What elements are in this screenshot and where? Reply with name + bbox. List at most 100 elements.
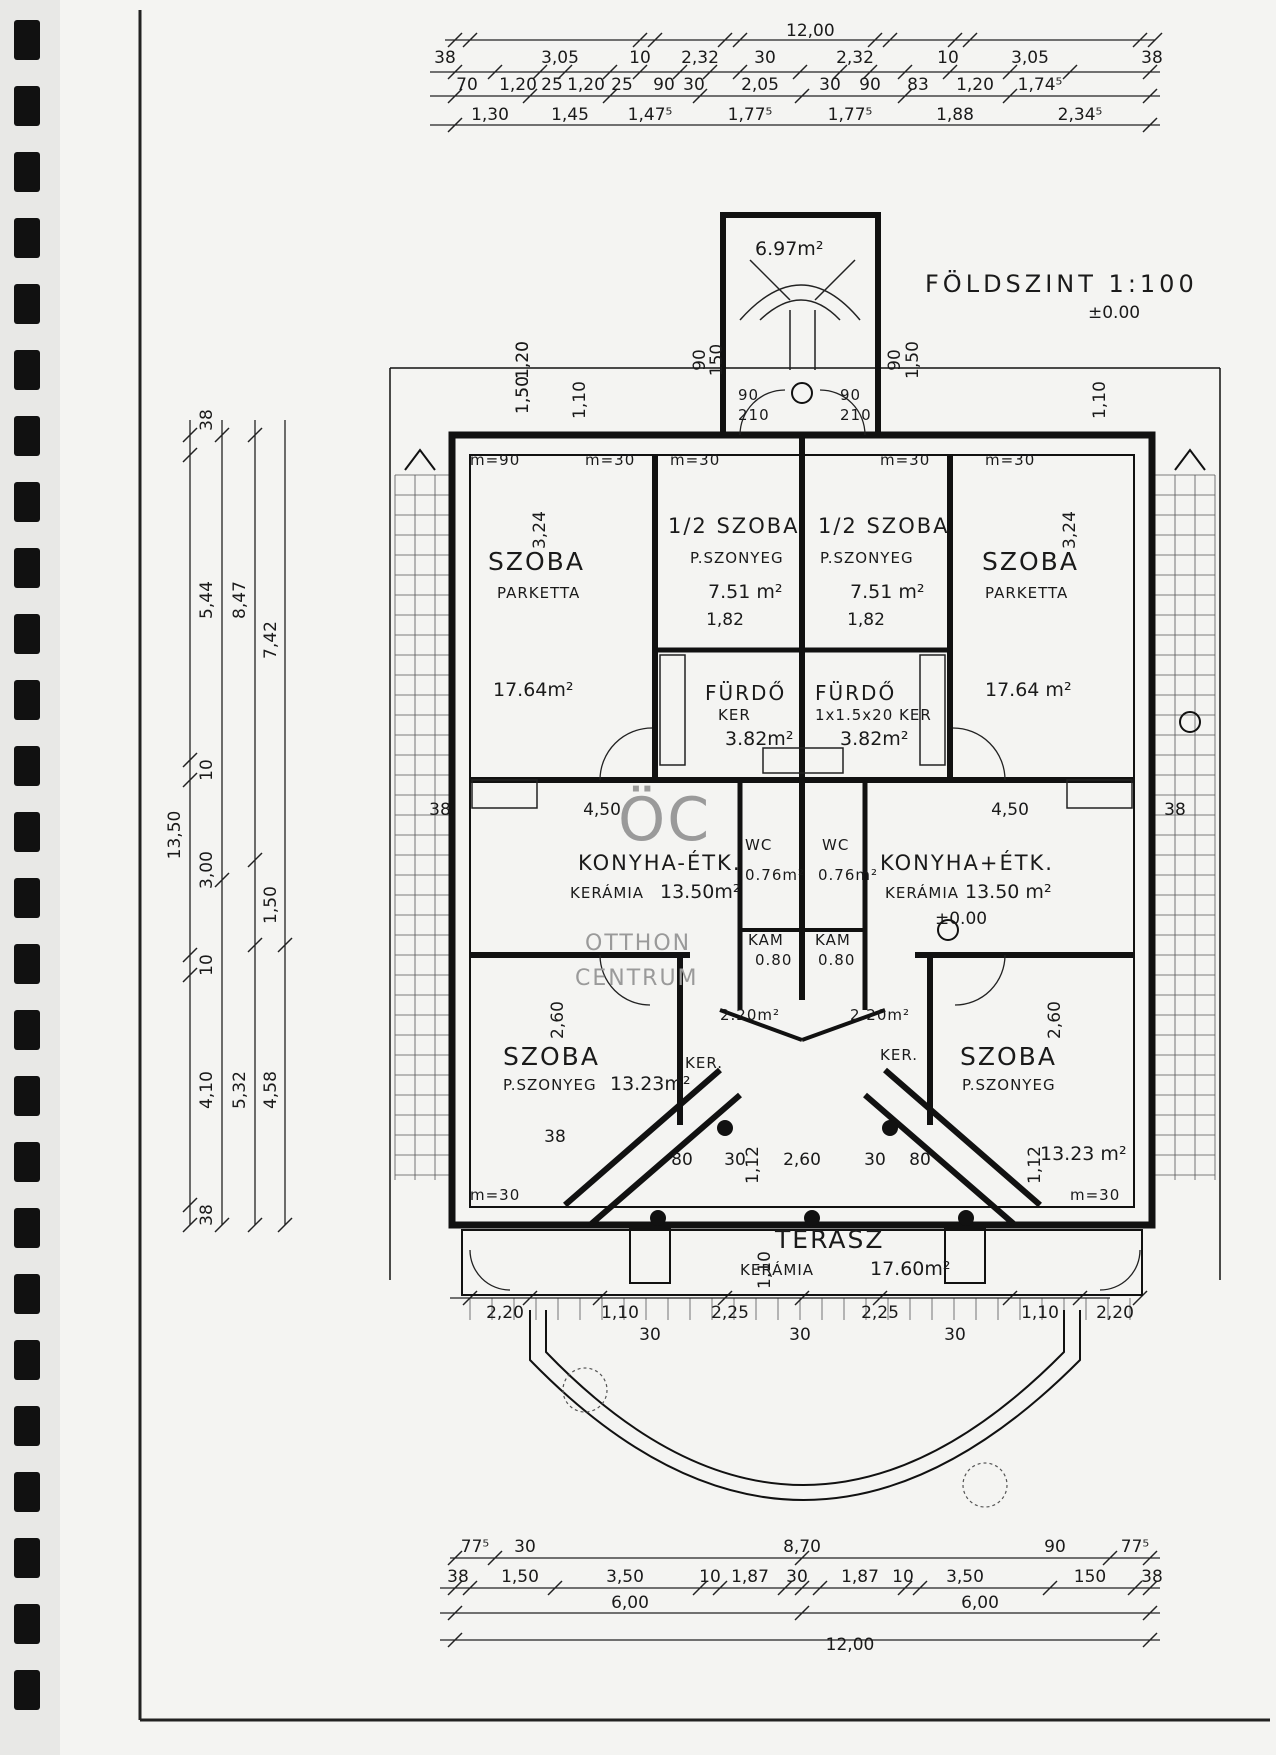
svg-text:3.82m²: 3.82m²	[840, 728, 908, 750]
room-szoba-right-bottom: SZOBA P.SZONYEG 13.23 m²	[960, 1042, 1127, 1165]
dim-bottom-row1: 90	[1044, 1537, 1066, 1557]
dim-left-col1: 10	[197, 759, 217, 781]
svg-text:FÜRDŐ: FÜRDŐ	[815, 681, 896, 705]
dim-inner: 1,10	[570, 381, 590, 419]
binding-hole	[14, 1406, 40, 1446]
dim-bottom-row2: 1,50	[501, 1567, 539, 1587]
dim-top-row1: 3,05	[541, 48, 579, 68]
svg-text:FÜRDŐ: FÜRDŐ	[705, 681, 786, 705]
dim-inner: 90	[690, 349, 710, 371]
binding-hole	[14, 86, 40, 126]
binding-hole	[14, 152, 40, 192]
window-label-5: m=30	[985, 451, 1035, 469]
dim-left-col1: 4,10	[197, 1071, 217, 1109]
window-label-4: m=30	[880, 451, 930, 469]
svg-text:TERASZ: TERASZ	[774, 1225, 885, 1254]
dim-terrace: 2,20	[486, 1303, 524, 1323]
dim-top-row3: 1,77⁵	[828, 105, 873, 125]
dim-top-row1: 10	[629, 48, 651, 68]
window-label-1: m=90	[470, 451, 520, 469]
room-half-szoba-left: 1/2 SZOBA P.SZONYEG 7.51 m²	[668, 514, 798, 603]
dim-inner: 80	[909, 1150, 931, 1170]
svg-text:3.82m²: 3.82m²	[725, 728, 793, 750]
dim-inner: 1,12	[743, 1146, 763, 1184]
dim-inner: 30	[864, 1150, 886, 1170]
dim-terrace-sub: 30	[944, 1325, 966, 1345]
watermark-line1: OTTHON	[585, 931, 691, 956]
dim-inner: 2,60	[783, 1150, 821, 1170]
svg-text:13.50m²: 13.50m²	[660, 881, 741, 903]
svg-text:KONYHA-ÉTK.: KONYHA-ÉTK.	[578, 850, 742, 875]
binding-hole	[14, 944, 40, 984]
dim-inner: 90	[885, 349, 905, 371]
svg-text:17.64m²: 17.64m²	[493, 679, 574, 701]
svg-text:0.76m²: 0.76m²	[745, 866, 805, 884]
svg-text:SZOBA: SZOBA	[488, 547, 585, 576]
room-stair-area: 6.97m²	[755, 238, 823, 260]
svg-text:SZOBA: SZOBA	[503, 1042, 600, 1071]
door-label-2: 210	[738, 406, 770, 424]
dim-top-row2: 25	[541, 75, 563, 95]
binding-hole	[14, 614, 40, 654]
binding-hole	[14, 1142, 40, 1182]
dim-inner: 30	[724, 1150, 746, 1170]
dim-top-row3: 1,47⁵	[628, 105, 673, 125]
svg-text:KONYHA+ÉTK.: KONYHA+ÉTK.	[880, 850, 1054, 875]
dim-top-row2: 1,74⁵	[1018, 75, 1063, 95]
dim-inner: 38	[429, 800, 451, 820]
dim-inner: 3,24	[1060, 511, 1080, 549]
binding-hole	[14, 1208, 40, 1248]
dim-top-row1: 38	[1141, 48, 1163, 68]
svg-text:KAM: KAM	[815, 931, 851, 949]
dim-bottom-row2: 38	[1141, 1567, 1163, 1587]
room-half-szoba-right: 1/2 SZOBA P.SZONYEG 7.51 m²	[818, 514, 948, 603]
dim-top-row3: 1,45	[551, 105, 589, 125]
dim-inner: 4,50	[583, 800, 621, 820]
dim-top-row2: 30	[683, 75, 705, 95]
svg-text:WC: WC	[822, 836, 849, 854]
binding-hole	[14, 746, 40, 786]
door-swings	[469, 389, 1141, 1291]
svg-text:KERÁMIA: KERÁMIA	[570, 883, 644, 902]
dim-left-col1: 10	[197, 954, 217, 976]
room-kam-left: KAM 0.80	[748, 931, 791, 969]
dim-bottom-row2: 38	[447, 1567, 469, 1587]
dim-inner: 4,50	[991, 800, 1029, 820]
dim-bottom-row3: 6,00	[611, 1593, 649, 1613]
svg-text:13.23 m²: 13.23 m²	[1040, 1143, 1127, 1165]
svg-text:13.23m²: 13.23m²	[610, 1073, 691, 1095]
room-szoba-right-top: SZOBA PARKETTA 17.64 m²	[982, 547, 1077, 701]
svg-text:12,00: 12,00	[786, 21, 835, 41]
dim-top-row2: 25	[611, 75, 633, 95]
watermark-logo: ÖC	[618, 784, 711, 855]
binding-hole	[14, 1274, 40, 1314]
dim-top-row2: 30	[819, 75, 841, 95]
svg-text:KERÁMIA: KERÁMIA	[885, 883, 959, 902]
room-szoba-left-bottom: SZOBA P.SZONYEG 13.23m²	[503, 1042, 691, 1095]
dim-terrace: 1,10	[1021, 1303, 1059, 1323]
dim-inner: 80	[671, 1150, 693, 1170]
dim-left-col2: 8,47	[230, 581, 250, 619]
dim-inner: 1,50	[903, 341, 923, 379]
svg-text:KERÁMIA: KERÁMIA	[740, 1260, 814, 1279]
dim-left-col1: 3,00	[197, 851, 217, 889]
binding-hole	[14, 218, 40, 258]
dim-inner: 1,12	[1025, 1146, 1045, 1184]
dim-inner: 1,50	[513, 376, 533, 414]
dim-inner: 150	[707, 344, 727, 376]
stair	[739, 259, 861, 370]
dim-terrace: 1,10	[601, 1303, 639, 1323]
dim-inner: 1,10	[755, 1251, 775, 1289]
inner-level: ±0.00	[935, 909, 987, 929]
room-hall-left-area: 2.20m²	[720, 1006, 780, 1024]
dim-inner: 1,82	[706, 610, 744, 630]
binding-hole	[14, 812, 40, 852]
dimension-lines	[189, 39, 1160, 1641]
dim-bottom-total: 12,00	[826, 1635, 875, 1655]
binding-hole	[14, 1076, 40, 1116]
dim-left-col3: 7,42	[261, 621, 281, 659]
fixtures	[471, 654, 1133, 809]
binding-hole	[14, 284, 40, 324]
binding-hole	[14, 548, 40, 588]
